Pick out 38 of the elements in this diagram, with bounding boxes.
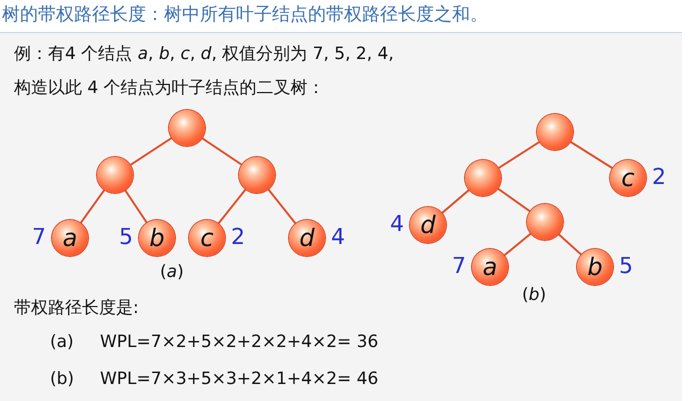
tree-caption: (a) — [160, 262, 184, 282]
example-text: 例：有4 个结点 a, b, c, d, 权值分别为 7, 5, 2, 4, — [14, 44, 394, 64]
formula-text: WPL=7×2+5×2+2×2+4×2= 36 — [100, 332, 378, 352]
formula-tag: (a) — [50, 332, 74, 352]
tree-edge — [558, 233, 582, 256]
tree-edge — [267, 188, 297, 225]
tree-edge — [201, 137, 243, 166]
node-letter: c — [199, 223, 215, 254]
weight-label: 2 — [231, 227, 245, 249]
tree-edge — [124, 189, 148, 224]
tree-caption: (b) — [522, 285, 546, 306]
tree-edge — [503, 232, 532, 256]
tree-edge — [130, 137, 172, 166]
tree-edge — [498, 140, 540, 170]
weight-label: 5 — [619, 256, 633, 278]
node-letter: a — [62, 223, 78, 254]
node-letter: a — [482, 252, 498, 283]
weight-label: 7 — [32, 227, 46, 249]
tree-edge — [217, 188, 247, 225]
example-text: 构造以此 4 个结点为叶子结点的二叉树： — [14, 78, 325, 98]
heading: 树的带权路径长度：树中所有叶子结点的带权路径长度之和。 — [2, 4, 488, 26]
tree-edge — [570, 140, 614, 170]
weight-label: 7 — [452, 256, 466, 278]
formula-text: WPL=7×3+5×3+2×1+4×2= 46 — [100, 369, 378, 390]
section-heading: 带权路径长度是: — [14, 298, 139, 318]
weight-label: 5 — [119, 227, 133, 249]
formula-tag: (b) — [50, 369, 74, 390]
node-letter: d — [298, 223, 316, 254]
weight-label: 4 — [331, 227, 345, 249]
weight-label: 2 — [652, 167, 666, 189]
tree-edge — [80, 189, 106, 224]
tree-edge — [497, 188, 531, 212]
node-letter: b — [586, 252, 604, 283]
tree-edge — [441, 188, 470, 214]
weight-label: 4 — [390, 214, 404, 236]
node-letter: d — [419, 210, 437, 241]
node-letter: c — [620, 163, 636, 194]
node-letter: b — [148, 223, 166, 254]
